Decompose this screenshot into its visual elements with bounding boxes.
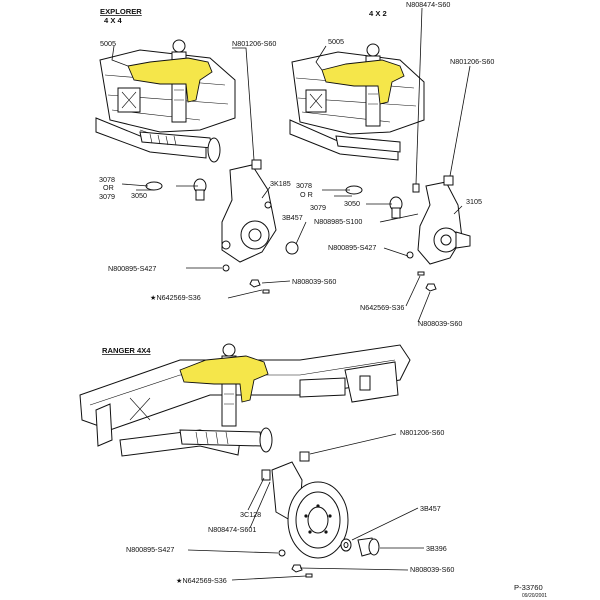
panel-explorer-4x2: 4 X 2 xyxy=(289,0,494,328)
bolt-n800895-ranger xyxy=(278,549,286,557)
label-3105: 3105 xyxy=(466,197,482,206)
panel-title-4x2: 4 X 2 xyxy=(369,9,387,18)
brake-rotor-hub xyxy=(271,461,349,559)
label-n808039-4x2: N808039-S60 xyxy=(418,319,462,328)
bearing-3b396 xyxy=(357,537,380,557)
label-n800895-4x2: N800895-S427 xyxy=(328,243,376,252)
explorer-4x2-frame xyxy=(289,43,425,161)
label-n808985: N808985-S100 xyxy=(314,217,362,226)
label-3050-4x2: 3050 xyxy=(344,199,360,208)
label-or-explorer: OR xyxy=(103,183,114,192)
label-3079-explorer: 3079 xyxy=(99,192,115,201)
nut-n808039-4x2 xyxy=(425,283,437,292)
label-3c128: 3C128 xyxy=(240,510,261,519)
panel-title-explorer: EXPLORER xyxy=(100,7,142,16)
nut-n808039-ranger xyxy=(291,564,303,573)
nut-n808474-4x2 xyxy=(412,183,420,193)
label-n800895-ranger: N800895-S427 xyxy=(126,545,174,554)
spindle-3105 xyxy=(417,181,471,265)
pin-n642569-4x2 xyxy=(417,271,425,276)
bolt-n800895-4x2 xyxy=(406,251,414,259)
panel-ranger-4x4: RANGER 4X4 xyxy=(79,343,454,585)
label-5005-4x2: 5005 xyxy=(328,37,344,46)
pin-n642569-explorer xyxy=(262,289,270,294)
label-3050-explorer: 3050 xyxy=(131,191,147,200)
upper-control-arm-explorer-4x4 xyxy=(127,57,213,103)
label-3b396: 3B396 xyxy=(426,544,447,553)
label-3b457-explorer: 3B457 xyxy=(282,213,303,222)
nut-n801206-4x2 xyxy=(443,175,454,186)
panel-explorer-4x4: EXPLORER 4 X 4 xyxy=(95,7,336,302)
figure-id: P-33760 xyxy=(514,583,543,592)
label-3078-explorer: 3078 xyxy=(99,175,115,184)
label-3078-4x2: 3078 xyxy=(296,181,312,190)
label-3b457-ranger: 3B457 xyxy=(420,504,441,513)
upper-control-arm-explorer-4x2 xyxy=(321,59,405,105)
label-n642569-explorer: ★N642569-S36 xyxy=(150,293,201,302)
label-3079-4x2: 3079 xyxy=(310,203,326,212)
figure-date: 09/20/2001 xyxy=(522,593,547,599)
explorer-axle xyxy=(139,131,221,163)
ball-joint-3050-4x2 xyxy=(345,185,403,219)
panel-subtitle-explorer: 4 X 4 xyxy=(104,16,123,25)
label-n808039-explorer: N808039-S60 xyxy=(292,277,336,286)
label-n808474-ranger: N808474-S601 xyxy=(208,525,256,534)
ball-joint-3050 xyxy=(145,178,207,201)
label-n642569-4x2: N642569-S36 xyxy=(360,303,404,312)
label-n642569-ranger: ★N642569-S36 xyxy=(176,576,227,585)
label-or-4x2: O R xyxy=(300,190,313,199)
bolt-n800895-explorer xyxy=(222,264,230,272)
upper-control-arm-ranger xyxy=(179,355,269,403)
bushing-3b457-explorer xyxy=(285,241,299,255)
panel-title-ranger: RANGER 4X4 xyxy=(102,346,151,355)
label-n801206-4x2: N801206-S60 xyxy=(450,57,494,66)
bushing-3b457-ranger xyxy=(340,538,352,552)
label-3k185: 3K185 xyxy=(270,179,291,188)
label-n800895-explorer: N800895-S427 xyxy=(108,264,156,273)
ball-joint-3c128 xyxy=(261,469,271,481)
label-5005-explorer: 5005 xyxy=(100,39,116,48)
pin-n642569-ranger xyxy=(305,573,313,578)
nut-n801206-explorer xyxy=(251,159,262,170)
nut-n808039-explorer xyxy=(249,279,261,288)
nut-n801206-ranger xyxy=(299,451,310,462)
label-n801206-ranger: N801206-S60 xyxy=(400,428,444,437)
label-n801206-explorer: N801206-S60 xyxy=(232,39,276,48)
steering-knuckle-3k185 xyxy=(221,164,277,263)
label-n808474-4x2: N808474-S60 xyxy=(406,0,450,9)
label-n808039-ranger: N808039-S60 xyxy=(410,565,454,574)
